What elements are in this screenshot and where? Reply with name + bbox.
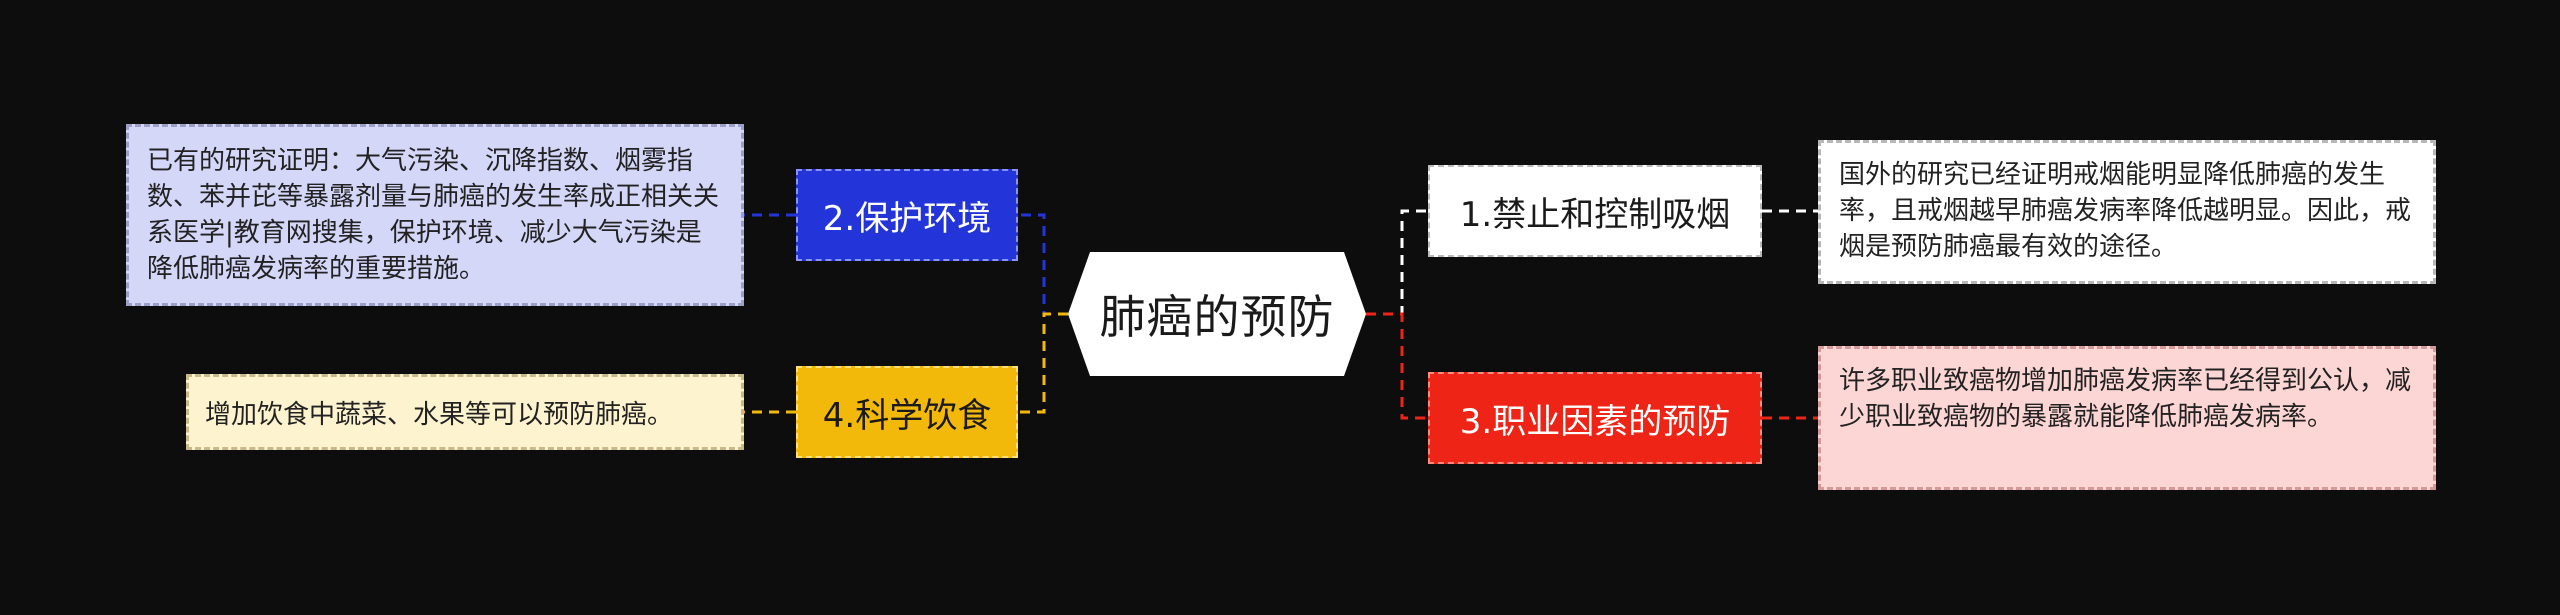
branch-label: 2.保护环境 [822, 198, 992, 239]
branch-occupational-factors[interactable]: 3.职业因素的预防 [1428, 372, 1762, 464]
connector-center-to-scientific-diet [1018, 312, 1068, 414]
connector-center-to-occupational-factors [1366, 312, 1428, 420]
detail-text: 增加饮食中蔬菜、水果等可以预防肺癌。 [205, 400, 674, 430]
detail-occupational-factors[interactable]: 许多职业致癌物增加肺癌发病率已经得到公认，减少职业致癌物的暴露就能降低肺癌发病率… [1818, 346, 2436, 490]
connector-center-to-no-smoking [1366, 209, 1428, 316]
detail-protect-environment[interactable]: 已有的研究证明：大气污染、沉降指数、烟雾指数、苯并芘等暴露剂量与肺癌的发生率成正… [126, 124, 744, 306]
branch-protect-environment[interactable]: 2.保护环境 [796, 169, 1018, 261]
branch-label: 4.科学饮食 [822, 395, 992, 436]
detail-text: 国外的研究已经证明戒烟能明显降低肺癌的发生率，且戒烟越早肺癌发病率降低越明显。因… [1839, 160, 2412, 262]
center-topic-title: 肺癌的预防 [1099, 290, 1335, 344]
center-topic-node[interactable]: 肺癌的预防 [1068, 252, 1366, 376]
branch-scientific-diet[interactable]: 4.科学饮食 [796, 366, 1018, 458]
detail-no-smoking[interactable]: 国外的研究已经证明戒烟能明显降低肺癌的发生率，且戒烟越早肺癌发病率降低越明显。因… [1818, 140, 2436, 284]
center-hexagon-shape [1068, 252, 1366, 376]
branch-no-smoking[interactable]: 1.禁止和控制吸烟 [1428, 165, 1762, 257]
branch-label: 3.职业因素的预防 [1459, 401, 1731, 442]
detail-text: 已有的研究证明：大气污染、沉降指数、烟雾指数、苯并芘等暴露剂量与肺癌的发生率成正… [147, 146, 720, 284]
detail-text: 许多职业致癌物增加肺癌发病率已经得到公认，减少职业致癌物的暴露就能降低肺癌发病率… [1839, 366, 2412, 432]
detail-scientific-diet[interactable]: 增加饮食中蔬菜、水果等可以预防肺癌。 [186, 374, 744, 450]
connector-center-to-protect-environment [1018, 213, 1068, 316]
branch-label: 1.禁止和控制吸烟 [1459, 194, 1731, 235]
